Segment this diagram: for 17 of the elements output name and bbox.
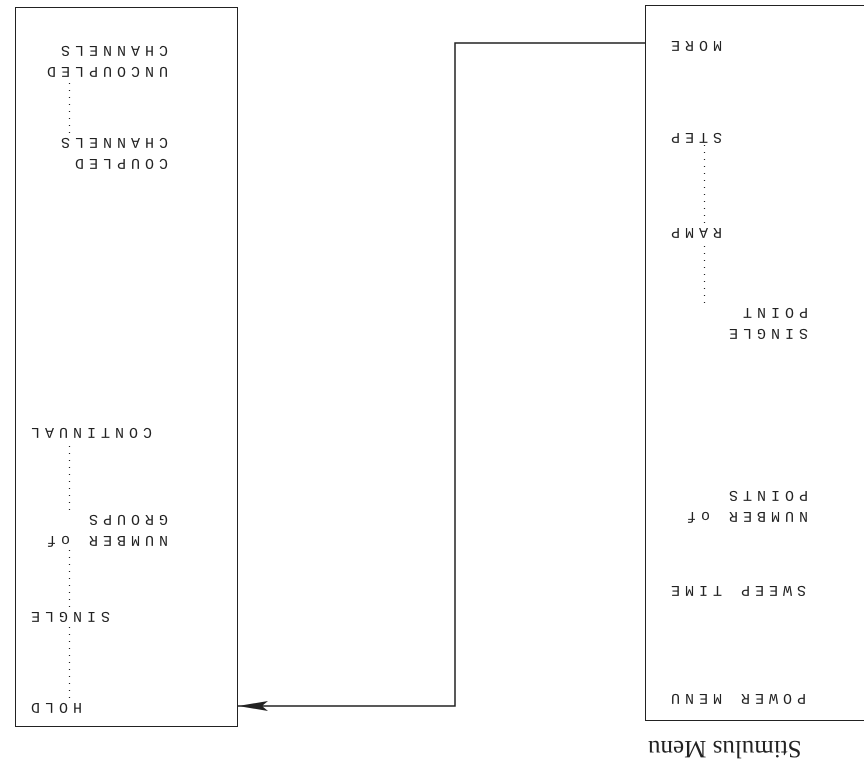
softkey-label: SINGLE POINT [722,302,808,343]
softkey-label: CONTINUAL [26,422,152,442]
arrow [238,42,645,711]
softkey-label: NUMBER of GROUPS [40,509,168,550]
softkey-label: HOLD [26,697,82,717]
softkey-label: STEP [666,127,722,147]
softkey-label: NUMBER of POINTS [680,485,808,526]
menu-panel [645,5,864,721]
figure-caption: Stimulus Menu [648,734,802,762]
softkey-label: MORE [666,35,722,55]
menu-panel [15,7,238,727]
softkey-label: POWER MENU [666,688,806,708]
softkey-label: SINGLE [26,606,110,626]
softkey-label: COUPLED CHANNELS [54,132,168,173]
softkey-label: RAMP [666,222,722,242]
softkey-label: SWEEP TIME [666,580,806,600]
softkey-label: UNCOUPLED CHANNELS [40,40,168,81]
